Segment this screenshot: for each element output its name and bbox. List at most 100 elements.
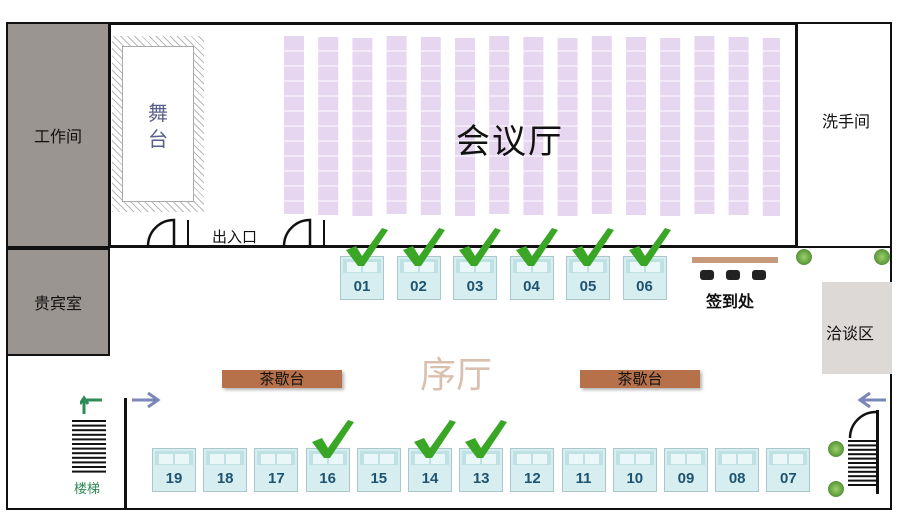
plant-icon: [796, 249, 812, 265]
booth-number: 05: [579, 278, 597, 295]
booth-table: [155, 451, 193, 465]
booth-number: 14: [421, 470, 439, 487]
booth-19[interactable]: 19: [152, 448, 196, 492]
stair-step: [72, 433, 106, 436]
check-icon: [572, 228, 614, 266]
conference-hall-label: 会议厅: [456, 122, 564, 162]
arrow-right-icon: [132, 391, 161, 409]
seat-column: [284, 36, 304, 214]
signin-chair: [700, 270, 714, 280]
door-icon: [146, 218, 189, 247]
stairs-left[interactable]: [72, 420, 106, 476]
check-icon: [515, 228, 558, 266]
booth-table: [564, 451, 603, 465]
stair-step: [848, 448, 876, 451]
stair-wall: [124, 398, 127, 508]
plant-icon: [828, 481, 844, 497]
stair-step: [848, 457, 876, 460]
booth-09[interactable]: 09: [664, 448, 708, 492]
booth-08[interactable]: 08: [715, 448, 760, 492]
booth-number: 19: [165, 470, 183, 487]
lobby-label: 序厅: [420, 355, 493, 396]
signin-chair: [752, 270, 766, 280]
check-icon: [465, 420, 508, 458]
seat-column: [660, 38, 681, 216]
booth-number: 03: [466, 278, 484, 295]
divider-line: [6, 246, 892, 248]
stage-label: 舞台: [148, 101, 168, 151]
stairs-label: 楼梯: [74, 482, 101, 497]
stair-step: [848, 479, 876, 482]
tea-counter[interactable]: 茶歇台: [222, 370, 342, 388]
check-icon: [346, 228, 388, 266]
stair-step: [848, 440, 876, 442]
booth-number: 04: [523, 278, 540, 295]
booth-number: 07: [780, 470, 797, 487]
entrance-label: 出入口: [212, 228, 258, 246]
seat-column: [591, 36, 612, 214]
stair-step: [72, 438, 106, 441]
check-icon: [414, 420, 456, 458]
booth-number: 13: [472, 470, 490, 487]
booth-number: 11: [575, 470, 592, 487]
check-icon: [459, 228, 501, 266]
stair-step: [848, 462, 876, 464]
stairs-right[interactable]: [848, 440, 878, 490]
seating-area: [284, 36, 780, 216]
stair-step: [72, 443, 106, 445]
signin-label: 签到处: [706, 292, 755, 311]
stair-step: [72, 456, 106, 459]
booth-07[interactable]: 07: [766, 448, 811, 492]
booth-number: 06: [636, 278, 653, 295]
stair-step: [848, 466, 876, 469]
door-icon: [282, 218, 325, 247]
booth-number: 08: [728, 470, 746, 487]
booth-18[interactable]: 18: [203, 448, 248, 492]
right-wall: [876, 410, 879, 494]
tea-counter[interactable]: 茶歇台: [580, 370, 700, 388]
stair-step: [848, 475, 876, 478]
booth-number: 16: [319, 470, 336, 487]
vip-room[interactable]: 贵宾室: [6, 248, 110, 356]
stair-step: [848, 453, 876, 456]
booth-12[interactable]: 12: [510, 448, 555, 492]
booth-number: 12: [524, 470, 541, 487]
restroom-label[interactable]: 洗手间: [821, 112, 870, 131]
vip-room-label: 贵宾室: [33, 294, 82, 313]
check-icon: [402, 228, 445, 266]
stair-step: [848, 470, 876, 473]
booth-15[interactable]: 15: [356, 448, 401, 492]
booth-table: [359, 451, 398, 465]
workroom-label: 工作间: [33, 127, 82, 146]
signin-desk[interactable]: [692, 257, 778, 263]
negotiation-area[interactable]: 洽谈区: [822, 282, 892, 374]
booth-table: [257, 451, 296, 465]
booth-number: 18: [216, 470, 234, 487]
booth-table: [206, 451, 245, 465]
stage[interactable]: 舞台: [112, 36, 204, 212]
stair-step: [848, 444, 876, 447]
seat-column: [352, 38, 373, 216]
stair-step: [72, 466, 106, 468]
plant-icon: [828, 441, 844, 457]
stair-step: [72, 420, 106, 422]
seat-column: [694, 36, 715, 214]
booth-number: 02: [410, 278, 427, 295]
stair-step: [72, 447, 106, 450]
booth-10[interactable]: 10: [612, 448, 657, 492]
booth-table: [513, 451, 552, 465]
stair-step: [72, 461, 106, 464]
plant-icon: [874, 249, 890, 265]
stair-step: [72, 429, 106, 432]
booth-11[interactable]: 11: [561, 448, 606, 492]
booth-table: [667, 451, 705, 465]
seat-column: [762, 38, 780, 216]
booth-17[interactable]: 17: [254, 448, 299, 492]
stair-arrow-icon: [80, 395, 102, 414]
arrow-left-icon: [857, 391, 886, 409]
stair-step: [72, 452, 106, 455]
booth-number: 01: [353, 278, 371, 295]
booth-03[interactable]: 03: [453, 256, 497, 300]
workroom[interactable]: 工作间: [6, 22, 110, 248]
booth-table: [615, 451, 654, 465]
